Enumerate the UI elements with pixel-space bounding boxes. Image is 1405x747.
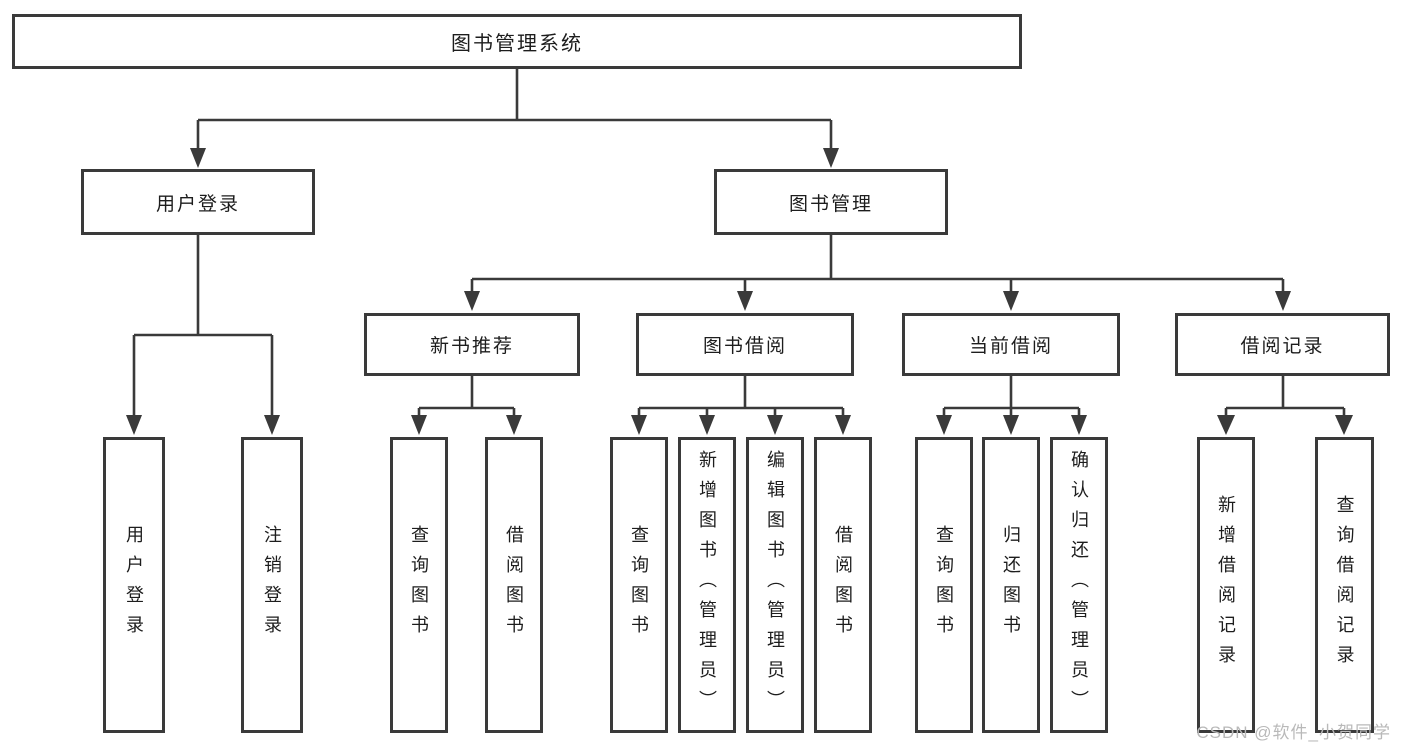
leaf-query-books-borrowing: 查询图书 bbox=[610, 437, 668, 733]
node-book-borrowing: 图书借阅 bbox=[636, 313, 854, 376]
node-library-management-system: 图书管理系统 bbox=[12, 14, 1022, 69]
leaf-add-borrow-record: 新增借阅记录 bbox=[1197, 437, 1255, 733]
leaf-user-login: 用户登录 bbox=[103, 437, 165, 733]
leaf-edit-book-admin: 编辑图书（管理员） bbox=[746, 437, 804, 733]
node-new-book-recommendation: 新书推荐 bbox=[364, 313, 580, 376]
leaf-borrow-books-recommend: 借阅图书 bbox=[485, 437, 543, 733]
watermark: CSDN @软件_小贺同学 bbox=[1196, 723, 1391, 742]
leaf-confirm-return-admin: 确认归还（管理员） bbox=[1050, 437, 1108, 733]
node-current-borrowing: 当前借阅 bbox=[902, 313, 1120, 376]
node-borrowing-records: 借阅记录 bbox=[1175, 313, 1390, 376]
node-book-management: 图书管理 bbox=[714, 169, 948, 235]
leaf-add-book-admin: 新增图书（管理员） bbox=[678, 437, 736, 733]
leaf-borrow-books-borrowing: 借阅图书 bbox=[814, 437, 872, 733]
node-user-login: 用户登录 bbox=[81, 169, 315, 235]
leaf-query-books-current: 查询图书 bbox=[915, 437, 973, 733]
leaf-query-books-recommend: 查询图书 bbox=[390, 437, 448, 733]
leaf-logout: 注销登录 bbox=[241, 437, 303, 733]
leaf-query-borrow-record: 查询借阅记录 bbox=[1315, 437, 1374, 733]
leaf-return-books: 归还图书 bbox=[982, 437, 1040, 733]
